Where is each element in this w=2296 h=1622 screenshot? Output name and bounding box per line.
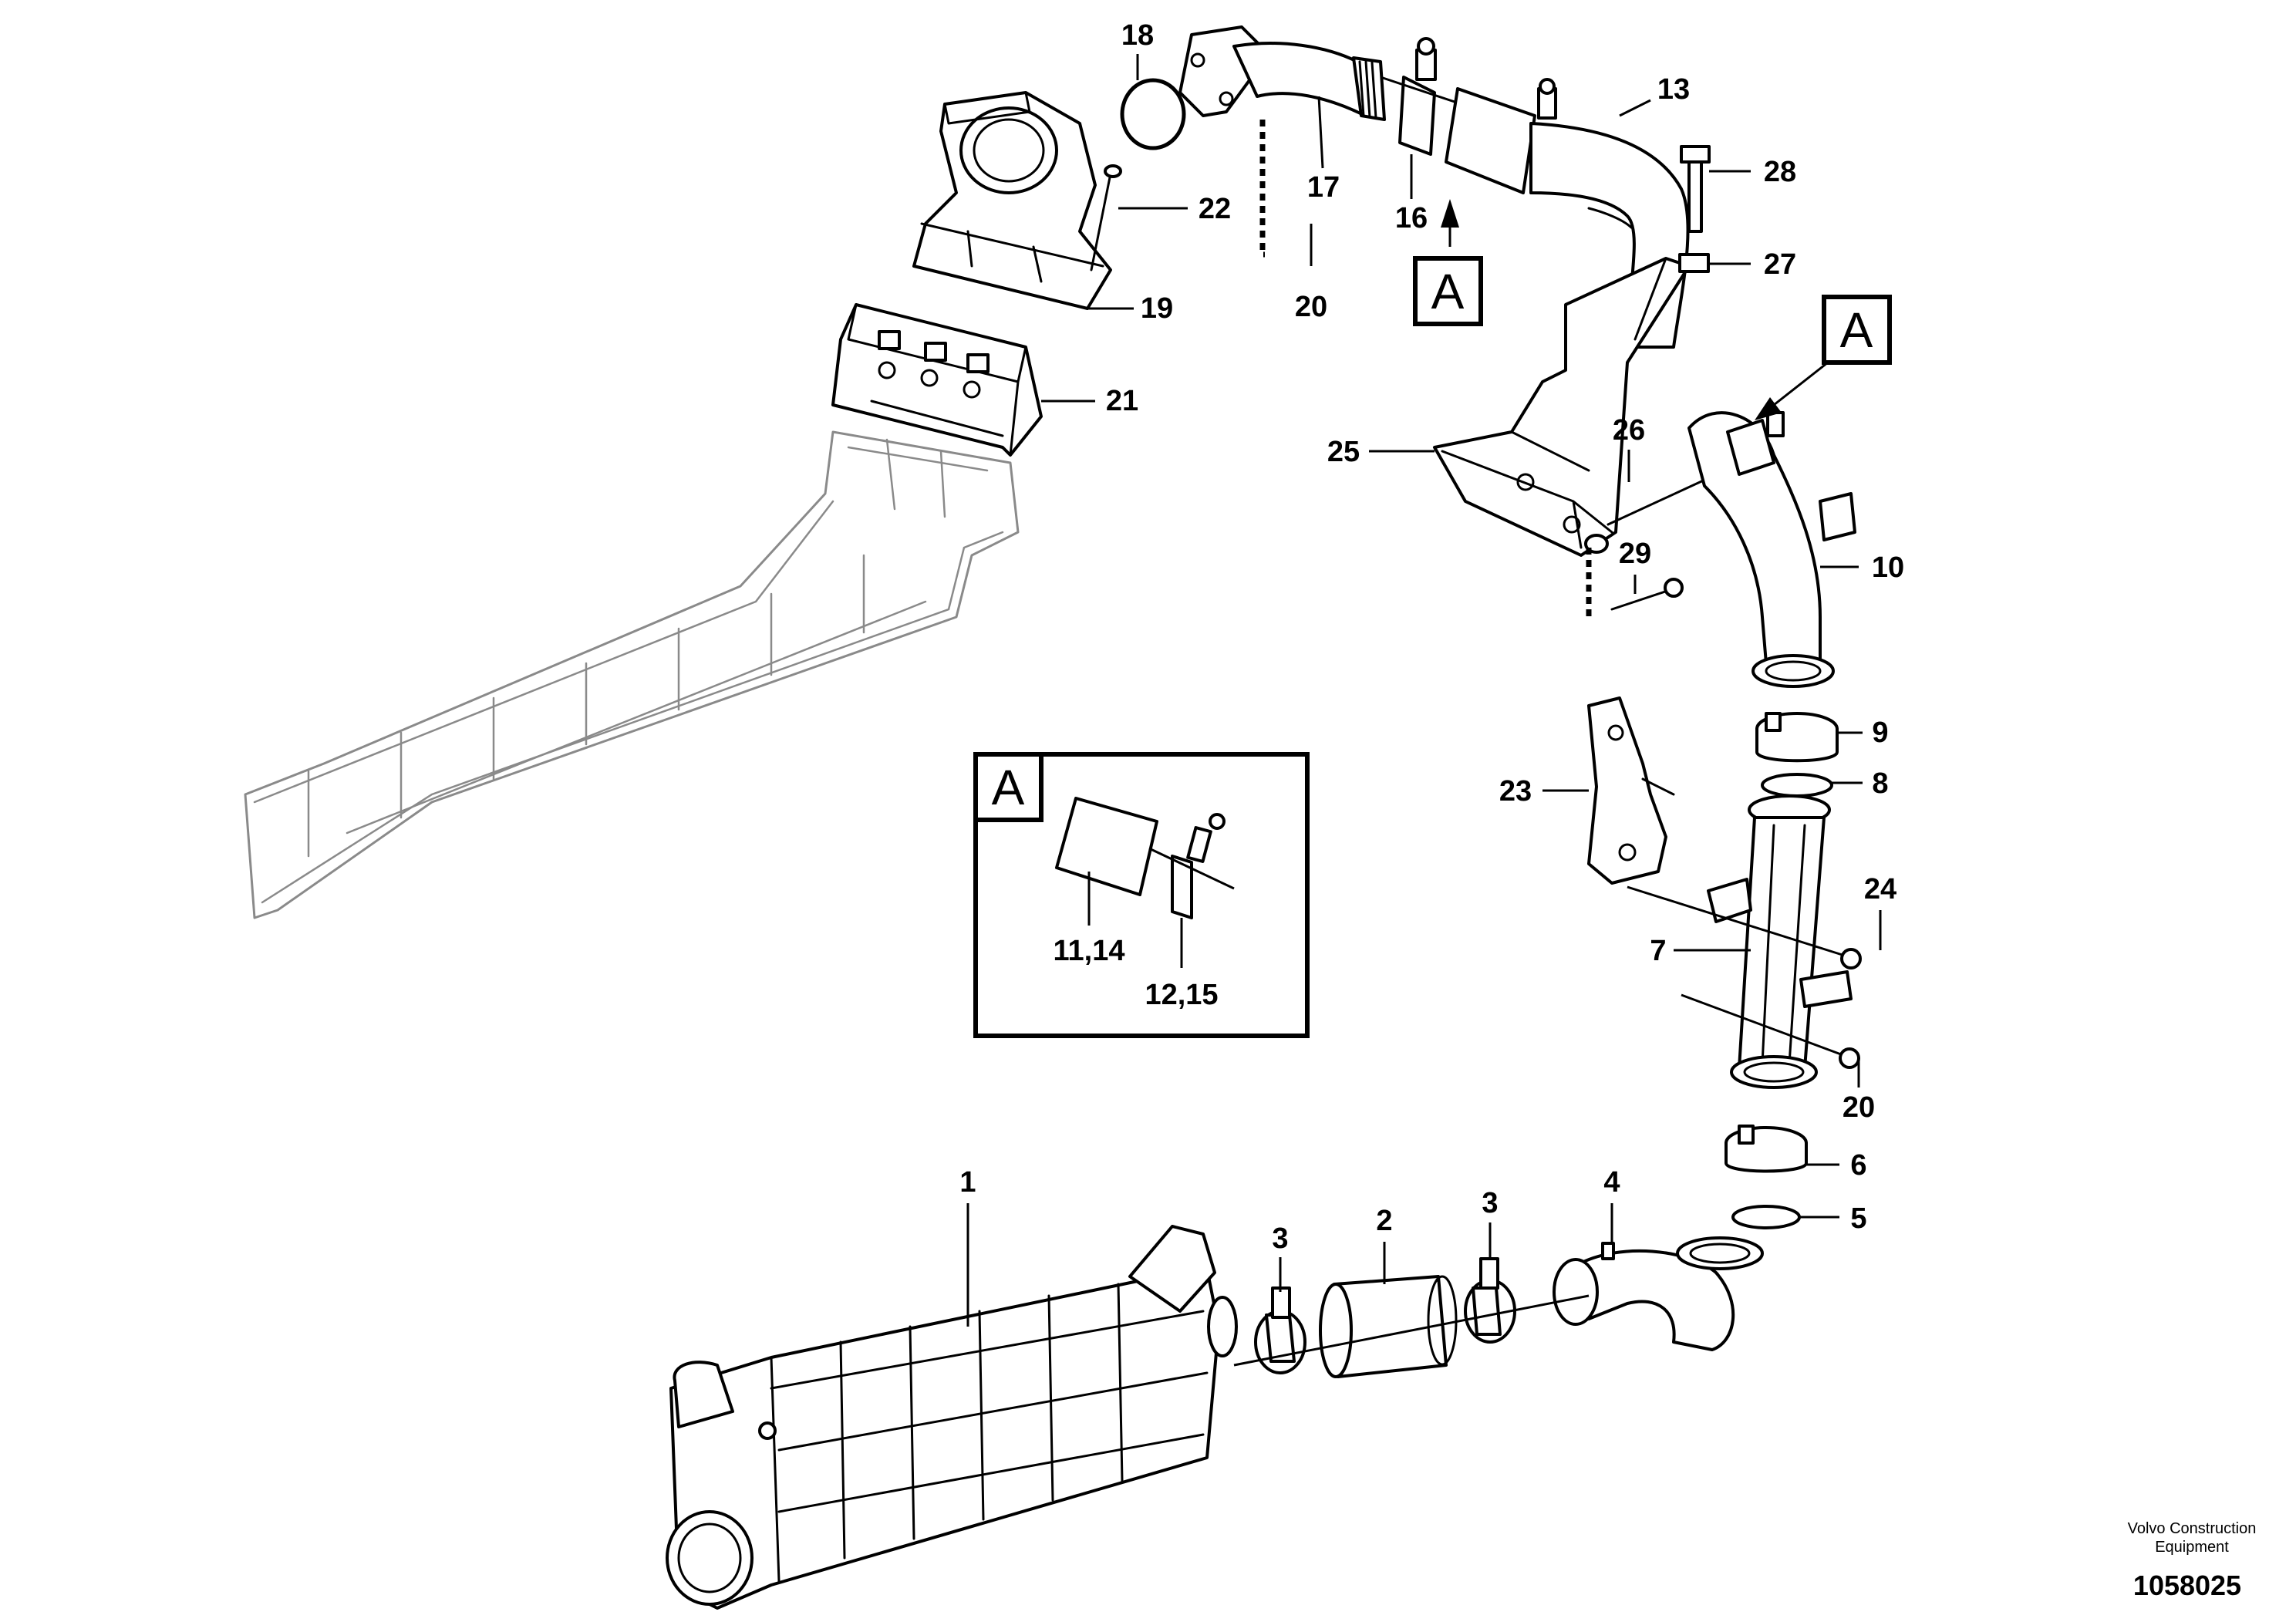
callout-label-3: 3 [1272,1222,1288,1255]
footer-org-line1: Volvo Construction [2128,1520,2257,1537]
bolt-22-illustration [1090,164,1122,271]
callout-label-28: 28 [1764,156,1796,188]
footer-org-line2: Equipment [2155,1539,2229,1556]
gasket-8-illustration [1761,773,1833,798]
callout-label-26: 26 [1613,414,1645,447]
v-clamp-6-illustration [1725,1125,1808,1173]
egr-valve-illustration [831,303,1043,457]
callout-label-16: 16 [1395,202,1428,234]
callout-label-27: 27 [1764,248,1796,281]
callout-label-10: 10 [1872,551,1904,584]
callout-label-4: 4 [1603,1166,1620,1199]
elbow-4-illustration [1553,1236,1764,1351]
intake-flange-housing-illustration [912,91,1112,310]
callout-label-6: 6 [1850,1149,1866,1182]
callout-label-20: 20 [1295,291,1327,323]
bent-pipe-17-illustration [1178,25,1386,121]
o-ring-18-illustration [1120,78,1186,150]
bolt-28-illustration [1680,145,1711,233]
detail-view-letter-box [973,752,1043,822]
callout-label-1: 1 [959,1166,976,1199]
callout-label-8: 8 [1872,767,1888,800]
clamp-12-15-illustration [1148,813,1235,919]
callout-label-21: 21 [1106,385,1138,417]
callout-label-25: 25 [1327,436,1360,468]
callout-label-12-15: 12,15 [1145,979,1218,1011]
bracket-23-illustration [1587,696,1675,885]
egr-cooler-1-illustration [666,1225,1238,1610]
spacer-27-illustration [1678,253,1710,273]
callout-label-18: 18 [1121,19,1154,52]
callout-label-19: 19 [1141,292,1173,325]
callout-label-23: 23 [1499,775,1532,808]
bent-pipe-10-illustration [1687,411,1856,688]
callout-labels: 1 2 3 3 4 5 6 7 8 9 10 13 16 17 18 19 20… [959,19,1904,1255]
bolt-24-illustration [1627,885,1862,969]
hose-clamp-3-right-illustration [1464,1257,1516,1344]
callout-label-7: 7 [1650,935,1666,967]
callout-label-2: 2 [1376,1205,1392,1237]
callout-label-11-14: 11,14 [1054,935,1125,967]
callout-label-22: 22 [1199,193,1231,225]
callout-label-20: 20 [1843,1091,1875,1124]
callout-label-17: 17 [1307,171,1340,204]
leader-lines [966,54,1882,1327]
reference-arrow-a-top: A [1413,199,1483,326]
v-clamp-9-illustration [1755,712,1839,763]
callout-label-9: 9 [1872,717,1888,749]
hose-11-14-illustration [1055,797,1158,896]
drawing-number: 1058025 [2133,1570,2241,1601]
callout-label-29: 29 [1619,538,1651,570]
callout-label-5: 5 [1850,1202,1866,1235]
alignment-dashline-17 [1259,120,1266,258]
detail-view-frame [973,752,1310,1038]
assembly-axis-lower [1233,1294,1590,1367]
exhaust-manifold-illustration [244,430,1020,919]
footer: Volvo Construction Equipment 1058025 [2128,1520,2257,1601]
egr-tube-7-illustration [1707,794,1853,1089]
hose-clamp-16-illustration [1380,37,1462,156]
gasket-5-illustration [1731,1205,1801,1229]
bolt-29-illustration [1610,578,1684,611]
detail-view-letter: A [992,760,1025,815]
reference-letter: A [1840,302,1873,358]
reference-arrow-a-right: A [1755,295,1892,420]
callout-label-3: 3 [1482,1187,1498,1219]
callout-label-24: 24 [1864,873,1896,905]
reference-letter: A [1431,264,1465,319]
hose-clamp-3-left-illustration [1254,1286,1306,1374]
detail-view-a: A 11,14 12,15 [973,752,1310,1038]
callout-label-13: 13 [1657,73,1690,106]
